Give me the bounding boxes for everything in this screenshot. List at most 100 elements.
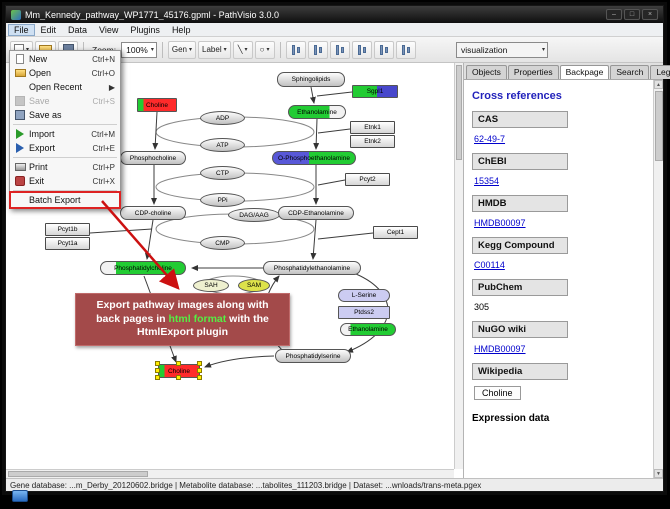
selection-handle[interactable] — [197, 375, 202, 380]
selection-handle[interactable] — [197, 368, 202, 373]
xref-value-pubchem: 305 — [474, 302, 645, 312]
gene-tool[interactable]: Gen▾ — [167, 40, 197, 59]
pathway-node-phosphatidylserine[interactable]: Phosphatidylserine — [275, 349, 351, 363]
xref-value-hmdb: HMDB00097 — [474, 218, 645, 228]
menu-file[interactable]: File — [8, 23, 35, 36]
pathway-node-sam[interactable]: SAM — [238, 279, 270, 292]
pathway-node-l-serine[interactable]: L-Serine — [338, 289, 390, 302]
title-bar[interactable]: Mm_Kennedy_pathway_WP1771_45176.gpml - P… — [6, 6, 663, 23]
tab-search[interactable]: Search — [610, 65, 650, 79]
shape-tool[interactable]: ○▾ — [254, 40, 275, 59]
pathway-node-ctp[interactable]: CTP — [200, 166, 245, 180]
file-menu-item-batch-export[interactable]: Batch Export — [11, 193, 119, 207]
menu-edit[interactable]: Edit — [40, 24, 57, 35]
scroll-down-icon[interactable]: ▼ — [654, 469, 663, 478]
menu-item-label: Export — [29, 143, 56, 153]
tab-legend[interactable]: Legend — [650, 65, 670, 79]
scrollbar-thumb[interactable] — [456, 65, 462, 160]
file-menu-item-open-recent[interactable]: Open Recent▶ — [11, 80, 119, 94]
pathway-node-choline-top[interactable]: Choline — [137, 98, 177, 112]
menu-data[interactable]: Data — [68, 24, 88, 35]
pathway-node-ethanolamine-bottom[interactable]: Ethanolamine — [340, 323, 396, 336]
xref-link-chebi[interactable]: 15354 — [474, 176, 500, 186]
menu-item-label: Open — [29, 68, 52, 78]
pathway-node-phosphatidylethanolamine[interactable]: Phosphatidylethanolamine — [263, 261, 361, 275]
panel-tabs: ObjectsPropertiesBackpageSearchLegend — [464, 63, 670, 80]
maximize-button[interactable]: □ — [624, 9, 640, 20]
close-button[interactable]: × — [642, 9, 658, 20]
scrollbar-thumb[interactable] — [8, 471, 148, 477]
pathway-node-phosphatidylcholine[interactable]: Phosphatidylcholine — [100, 261, 186, 275]
scrollbar-thumb[interactable] — [654, 91, 663, 161]
scroll-up-icon[interactable]: ▲ — [654, 80, 663, 89]
pathway-node-cept1[interactable]: Cept1 — [373, 226, 418, 239]
pathway-node-sphingolipids[interactable]: Sphingolipids — [277, 72, 345, 87]
xref-value-cas: 62-49-7 — [474, 134, 645, 144]
selection-handle[interactable] — [155, 375, 160, 380]
menu-item-shortcut: Ctrl+M — [91, 129, 115, 139]
pathway-node-pcyt2[interactable]: Pcyt2 — [345, 173, 390, 186]
pathway-node-ppi[interactable]: PPi — [200, 193, 245, 207]
pathway-node-cdp-choline[interactable]: CDP-choline — [120, 206, 186, 220]
pathway-node-cdp-ethanolamine[interactable]: CDP-Ethanolamine — [278, 206, 354, 220]
pathway-node-pcyt1b[interactable]: Pcyt1b — [45, 223, 90, 236]
menu-item-label: Print — [29, 162, 48, 172]
canvas-vertical-scrollbar[interactable] — [454, 63, 463, 469]
pathway-node-phosphocholine[interactable]: Phosphocholine — [120, 151, 186, 165]
selection-handle[interactable] — [176, 375, 181, 380]
pathway-node-ptdss2[interactable]: Ptdss2 — [338, 306, 390, 319]
align-top-icon[interactable] — [351, 40, 372, 59]
tab-properties[interactable]: Properties — [507, 65, 559, 79]
xref-link-nugo-wiki[interactable]: HMDB00097 — [474, 344, 526, 354]
pathway-node-sah[interactable]: SAH — [193, 279, 229, 292]
xref-header-nugo-wiki: NuGO wiki — [472, 321, 568, 338]
selection-handle[interactable] — [176, 361, 181, 366]
menu-plugins[interactable]: Plugins — [130, 24, 160, 35]
xref-link-hmdb[interactable]: HMDB00097 — [474, 218, 526, 228]
selection-handle[interactable] — [197, 361, 202, 366]
distribute-horizontal-icon[interactable] — [373, 40, 394, 59]
pathway-node-adp[interactable]: ADP — [200, 111, 245, 125]
pathway-node-cmp[interactable]: CMP — [200, 236, 245, 250]
menu-help[interactable]: Help — [171, 24, 191, 35]
pathway-node-o-phosphoethanolamine[interactable]: O-Phosphoethanolamine — [272, 151, 356, 165]
pathway-node-etnk1[interactable]: Etnk1 — [350, 121, 395, 134]
file-menu-item-save-as[interactable]: Save as — [11, 108, 119, 122]
file-menu-item-export[interactable]: Export Ctrl+E — [11, 141, 119, 155]
shape-tool-icon: ○ — [259, 45, 265, 54]
selection-handle[interactable] — [155, 368, 160, 373]
visualization-combo[interactable]: visualization▾ — [456, 41, 548, 58]
pathway-node-sgpl1[interactable]: Sgpl1 — [352, 85, 398, 98]
pathway-node-etnk2[interactable]: Etnk2 — [350, 135, 395, 148]
menu-view[interactable]: View — [99, 24, 119, 35]
pathway-node-atp[interactable]: ATP — [200, 138, 245, 152]
canvas-horizontal-scrollbar[interactable] — [6, 469, 454, 478]
selection-handle[interactable] — [155, 361, 160, 366]
minimize-button[interactable]: – — [606, 9, 622, 20]
xref-link-cas[interactable]: 62-49-7 — [474, 134, 506, 144]
import-icon — [14, 128, 26, 140]
panel-scrollbar[interactable]: ▲ ▼ — [653, 80, 663, 478]
annotation-highlight: html format — [168, 312, 227, 325]
align-left-icon[interactable] — [285, 40, 306, 59]
tab-objects[interactable]: Objects — [466, 65, 507, 79]
pathway-node-pcyt1a[interactable]: Pcyt1a — [45, 237, 90, 250]
menu-item-shortcut: Ctrl+E — [92, 143, 115, 153]
pathway-node-ethanolamine-top[interactable]: Ethanolamine — [288, 105, 346, 119]
label-tool[interactable]: Label▾ — [198, 40, 231, 59]
line-tool[interactable]: ╲▾ — [232, 40, 253, 59]
xref-link-kegg-compound[interactable]: C00114 — [474, 260, 505, 270]
pathway-node-dag-aag[interactable]: DAG/AAG — [228, 208, 280, 222]
align-center-icon[interactable] — [307, 40, 328, 59]
visualization-value: visualization — [461, 44, 508, 55]
distribute-vertical-icon[interactable] — [395, 40, 416, 59]
align-right-icon[interactable] — [329, 40, 350, 59]
zoom-combo[interactable]: 100%▾ — [121, 41, 157, 58]
tab-backpage[interactable]: Backpage — [559, 65, 610, 79]
